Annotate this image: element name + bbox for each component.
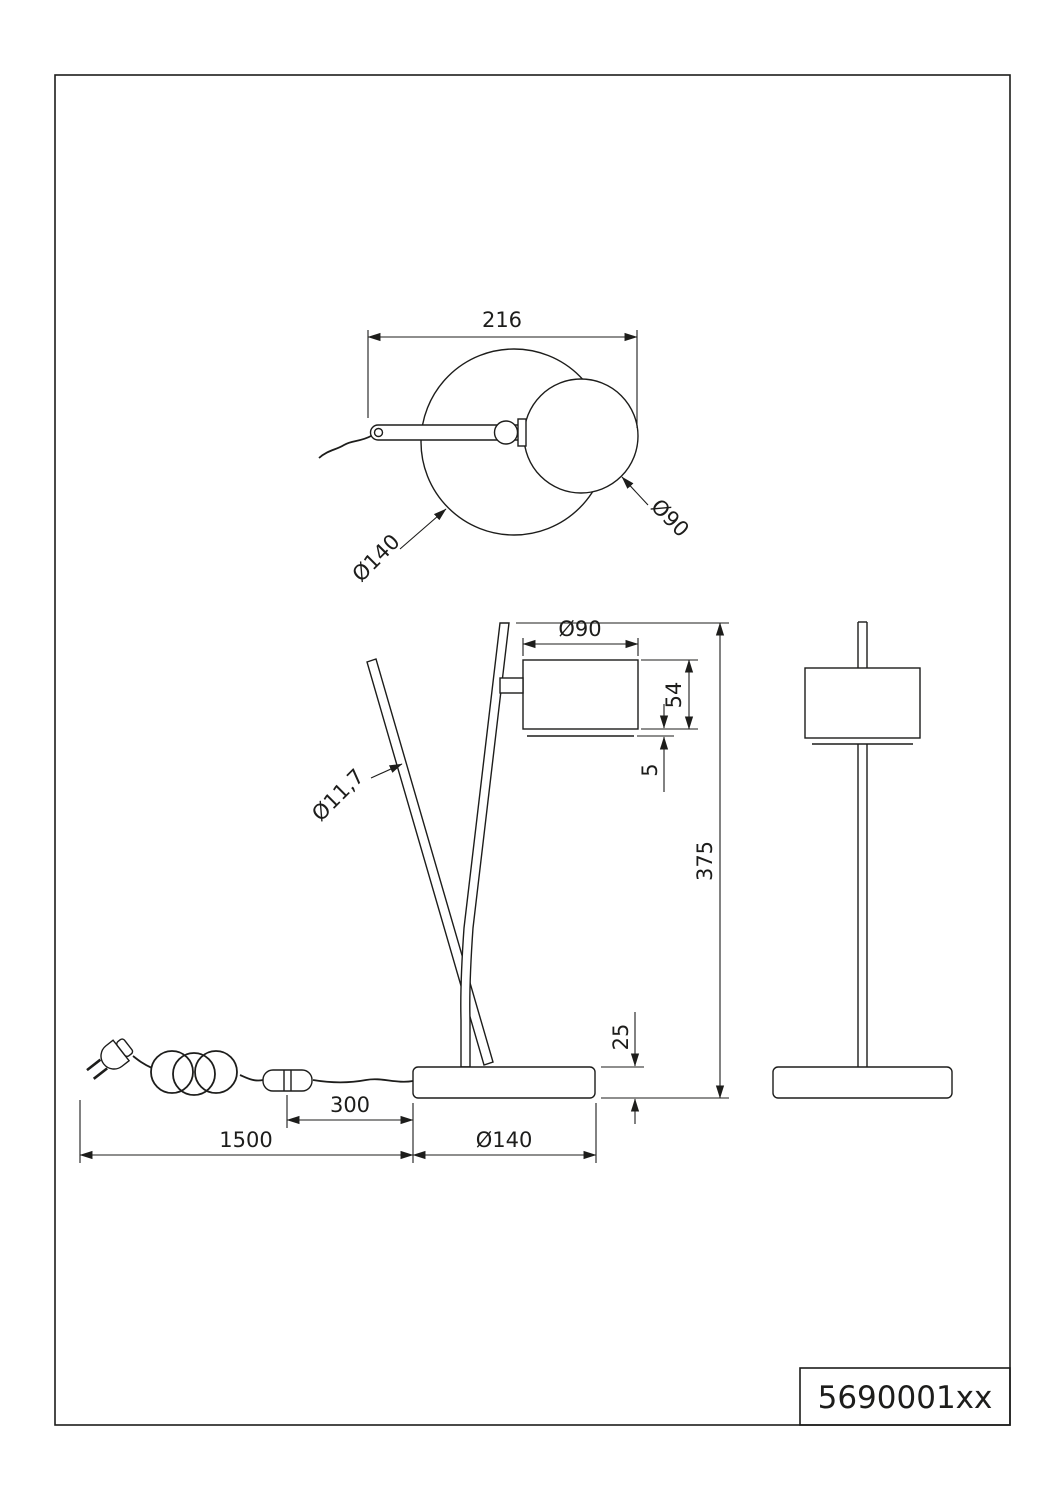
inline-switch (262, 1069, 313, 1092)
drawing-border (54, 74, 1011, 1426)
dim-base-diameter-label: Ø140 (476, 1128, 533, 1152)
dim-top-head-diameter-label: Ø90 (646, 494, 694, 542)
dim-base-height-label: 25 (609, 1024, 633, 1051)
dim-cable-length-label: 1500 (219, 1128, 272, 1152)
arm-end-cap (373, 427, 384, 438)
lamp-head (522, 659, 639, 730)
dim-rim-gap: 5 (637, 704, 674, 792)
dim-top-base-diameter-label: Ø140 (348, 530, 405, 587)
dim-switch-distance: 300 (286, 1093, 414, 1163)
power-plug (86, 1038, 134, 1080)
dim-head-height-label: 54 (662, 682, 686, 709)
dim-overall-depth-label: 216 (482, 308, 522, 332)
title-block: 5690001xx (799, 1367, 1011, 1426)
arm-head-mount (517, 418, 527, 447)
side-view (772, 621, 953, 1099)
front-view: Ø90 54 5 375 25 (79, 617, 729, 1163)
dim-head-height: 54 (641, 659, 698, 730)
side-lamp-head (804, 667, 921, 739)
dim-base-diameter: Ø140 (412, 1103, 597, 1163)
dim-head-diameter-label: Ø90 (558, 617, 601, 641)
dim-top-head-diameter: Ø90 (621, 476, 694, 542)
part-number: 5690001xx (818, 1380, 993, 1416)
lamp-arm (369, 424, 520, 441)
dim-total-height-label: 375 (693, 841, 717, 881)
dim-overall-depth: 216 (367, 308, 638, 428)
power-cord (312, 1078, 414, 1084)
lamp-head-circle (523, 378, 639, 494)
side-lamp-base (772, 1066, 953, 1099)
dim-cable-length: 1500 (79, 1100, 414, 1163)
dim-head-diameter: Ø90 (522, 617, 639, 656)
arm-pivot (493, 420, 519, 445)
cord-segment (239, 1074, 264, 1082)
dim-rim-gap-label: 5 (638, 763, 662, 776)
dim-total-height: 375 (516, 622, 729, 1099)
title-block-box (799, 1367, 1011, 1426)
dim-top-base-diameter: Ø140 (348, 508, 447, 587)
head-connector (499, 677, 524, 694)
lamp-base (412, 1066, 596, 1099)
dim-rod-diameter: Ø11,7 (307, 763, 403, 826)
top-view: 216 Ø140 Ø90 (318, 308, 694, 587)
cord-coil (150, 1050, 238, 1096)
cord-to-plug (132, 1055, 153, 1069)
cable-tail (318, 435, 372, 459)
dim-rod-diameter-label: Ø11,7 (307, 764, 369, 826)
dim-switch-distance-label: 300 (330, 1093, 370, 1117)
dim-base-height: 25 (601, 1012, 644, 1124)
